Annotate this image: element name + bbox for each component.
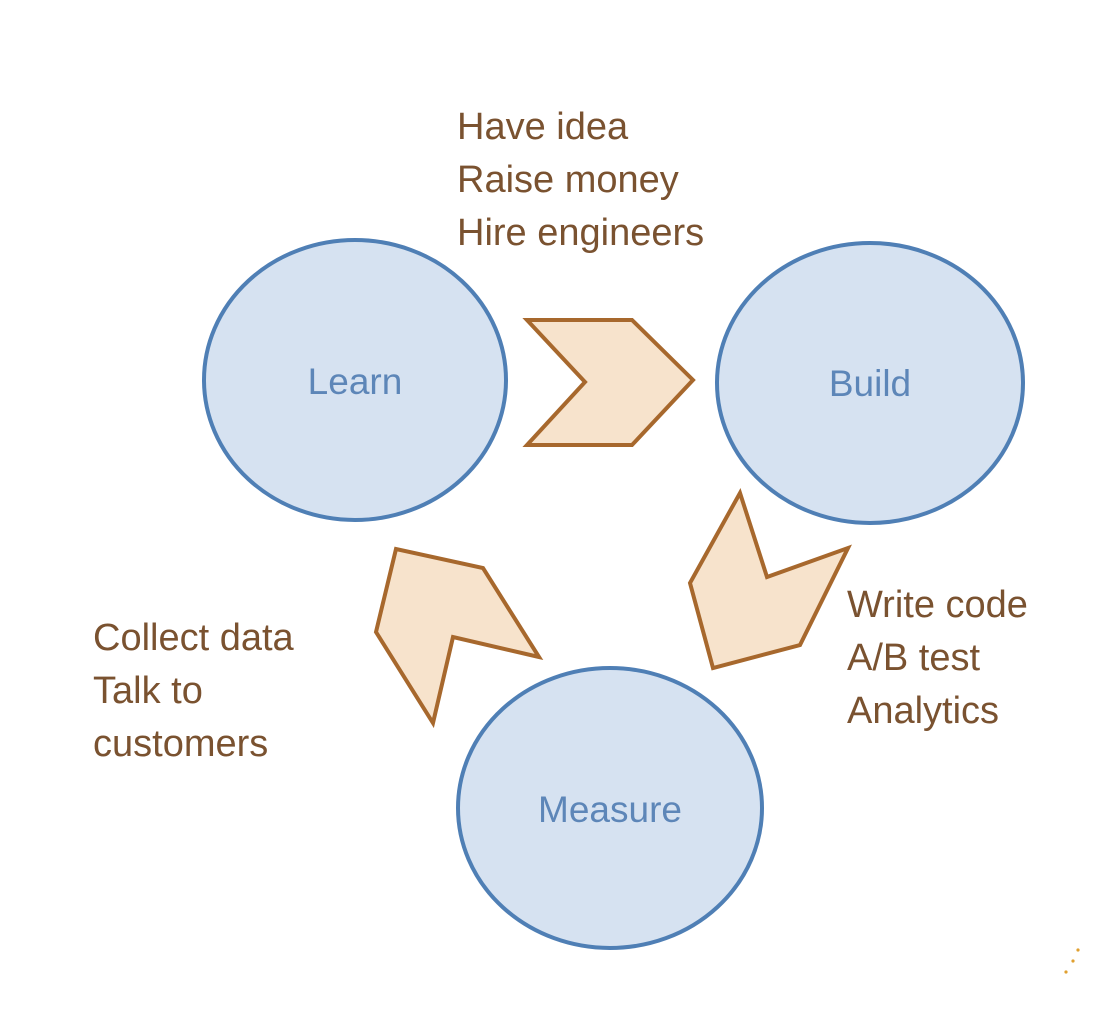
learn-circle	[202, 238, 508, 522]
build-label: Build	[829, 363, 911, 404]
chevron-arrow-icon	[687, 487, 852, 671]
measure-node: Measure	[456, 666, 764, 950]
measure-to-learn-note: Collect data Talk to customers	[93, 617, 295, 765]
note-line: Analytics	[847, 690, 999, 732]
note-line: Raise money	[457, 159, 679, 201]
build-node: Build	[715, 241, 1025, 525]
note-line: customers	[93, 723, 268, 765]
note-line: Collect data	[93, 617, 295, 659]
build-circle	[715, 241, 1025, 525]
learn-label: Learn	[308, 361, 403, 402]
learn-to-build-note: Have idea Raise money Hire engineers	[457, 106, 704, 254]
note-line: Write code	[847, 584, 1028, 626]
chevron-arrow-icon	[373, 546, 544, 729]
build-to-measure-note: Write code A/B test Analytics	[847, 584, 1028, 732]
note-line: A/B test	[847, 637, 980, 679]
measure-circle	[456, 666, 764, 950]
note-line: Hire engineers	[457, 212, 704, 254]
chevron-arrow-icon	[522, 318, 696, 447]
note-line: Have idea	[457, 106, 629, 148]
note-line: Talk to	[93, 670, 203, 712]
learn-node: Learn	[202, 238, 508, 522]
decorative-specks	[1064, 948, 1080, 974]
measure-label: Measure	[538, 789, 682, 830]
